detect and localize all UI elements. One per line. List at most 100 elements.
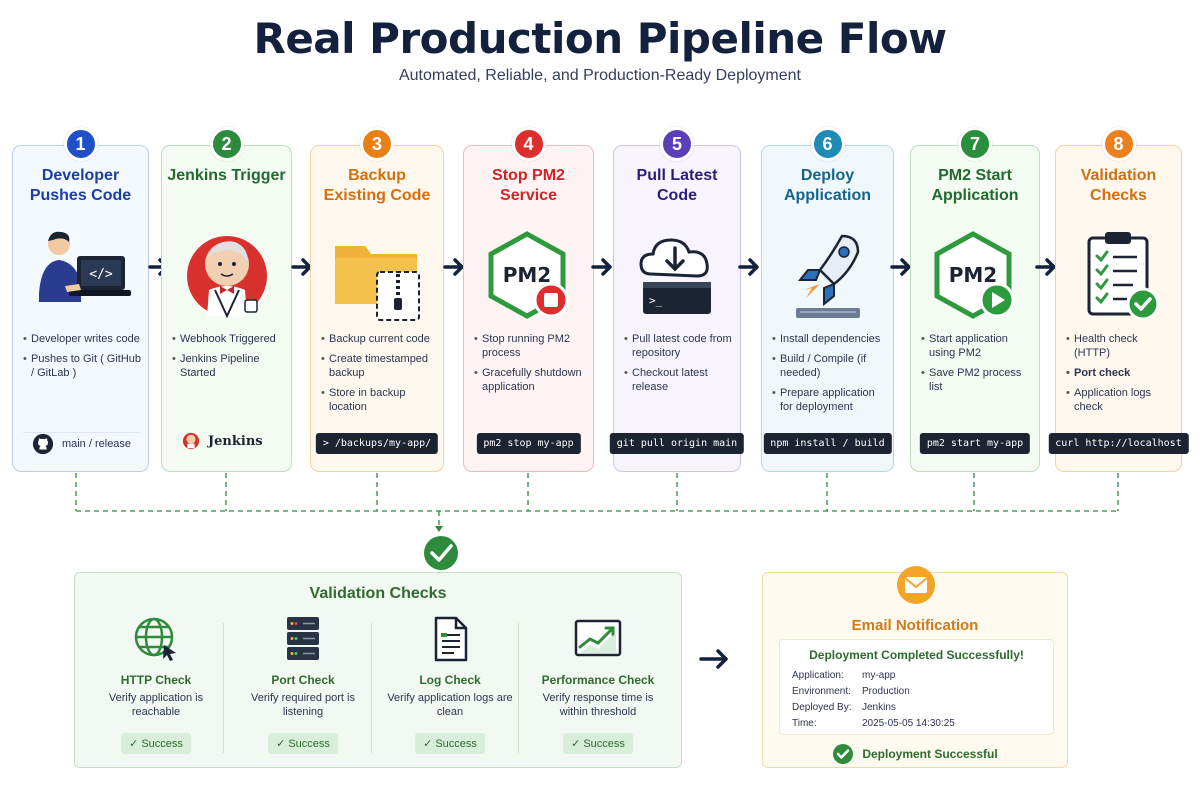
step-number: 1 — [63, 127, 98, 161]
step-footer: Jenkins — [182, 432, 283, 450]
email-row: Environment:Production — [792, 686, 910, 697]
divider — [518, 623, 519, 753]
step-number: 6 — [810, 127, 845, 161]
bullet: Webhook Triggered — [172, 332, 285, 346]
validation-checks-panel: Validation Checks HTTP Check Verify appl… — [74, 572, 682, 768]
bullet: Pull latest code from repository — [624, 332, 734, 360]
email-row-key: Environment: — [792, 686, 851, 697]
step-number: 7 — [958, 127, 992, 161]
email-row-key: Time: — [792, 718, 817, 729]
step-bullets: Webhook Triggered Jenkins Pipeline Start… — [172, 332, 285, 386]
email-row: Time: 2025-05-05 14:30:25 — [792, 718, 955, 729]
svg-text:>_: >_ — [649, 294, 663, 307]
trend-chart-icon — [574, 619, 622, 657]
check-name: HTTP Check — [120, 673, 192, 687]
step-number: 2 — [209, 127, 244, 161]
bullet: Developer writes code — [23, 332, 142, 346]
bullet: Build / Compile (if needed) — [772, 352, 887, 380]
check-desc: Verify application logs are clean — [387, 692, 513, 718]
envelope-icon — [897, 566, 935, 604]
step-4-card: 4 Stop PM2 Service PM2 Stop running PM2 … — [463, 127, 594, 472]
command-block: > /backups/my-app/ — [315, 433, 439, 454]
step-3-card: 3 Backup Existing Code Backup current co… — [310, 127, 444, 472]
check-name: Port Check — [271, 673, 335, 687]
bullet: Store in backup location — [321, 386, 437, 414]
bullet: Jenkins Pipeline Started — [172, 352, 285, 380]
arrow-right-icon — [699, 649, 728, 669]
step-number: 8 — [1101, 127, 1136, 161]
step-bullets: Install dependencies Build / Compile (if… — [772, 332, 887, 420]
email-row: Application: my-app — [792, 670, 895, 681]
deployment-status-label: Deployment Successful — [862, 747, 998, 761]
step-7-card: 7 PM2 Start Application PM2 Start applic… — [910, 127, 1040, 472]
divider — [223, 623, 224, 753]
log-file-icon — [434, 616, 468, 662]
pm2-start-icon: PM2 — [934, 231, 1015, 319]
bullet: Install dependencies — [772, 332, 887, 346]
step-8-card: 8 Validation Checks Health check (HTTP) … — [1048, 127, 1189, 472]
rocket-icon — [795, 234, 860, 318]
arrow-right-icon — [591, 258, 612, 276]
step-title: Validation Checks — [1080, 167, 1157, 204]
bullet: Port check — [1066, 366, 1175, 380]
bullet: Gracefully shutdown application — [474, 366, 587, 394]
validation-title: Validation Checks — [309, 585, 447, 602]
jenkins-icon — [182, 432, 200, 450]
email-title: Email Notification — [851, 617, 979, 634]
step-number: 4 — [511, 127, 546, 161]
step-number: 5 — [660, 127, 694, 161]
arrow-right-icon — [890, 258, 911, 276]
log-check: Log Check Verify application logs are cl… — [377, 611, 523, 756]
step-footer: main / release — [23, 432, 140, 455]
step-title: Pull Latest Code — [636, 167, 718, 204]
bullet: Checkout latest release — [624, 366, 734, 394]
check-desc: Verify application is reachable — [108, 692, 204, 718]
performance-check: Performance Check Verify response time i… — [525, 611, 671, 756]
port-check: Port Check Verify required port is liste… — [230, 611, 376, 756]
step-title: Backup Existing Code — [323, 167, 431, 204]
check-circle-icon — [833, 744, 854, 764]
status-badge: ✓ Success — [563, 733, 633, 754]
command-block: npm install / build — [763, 433, 892, 454]
http-check: HTTP Check Verify application is reachab… — [83, 611, 229, 756]
server-icon — [287, 617, 319, 660]
email-row-value: 2025-05-05 14:30:25 — [862, 718, 955, 729]
email-header: Deployment Completed Successfully! — [809, 648, 1024, 662]
status-badge: ✓ Success — [121, 733, 191, 754]
check-name: Performance Check — [541, 673, 655, 687]
step-title: Stop PM2 Service — [492, 167, 565, 204]
step-bullets: Pull latest code from repository Checkou… — [624, 332, 734, 400]
check-desc: Verify response time is within threshold — [542, 692, 654, 718]
step-number: 3 — [360, 127, 394, 161]
svg-text:PM2: PM2 — [502, 263, 550, 287]
developer-laptop-icon: </> — [38, 231, 131, 302]
bullet: Save PM2 process list — [921, 366, 1033, 394]
bullet: Pushes to Git ( GitHub / GitLab ) — [23, 352, 142, 380]
step-bullets: Health check (HTTP) Port check Applicati… — [1066, 332, 1175, 420]
bullet: Stop running PM2 process — [474, 332, 587, 360]
bullet: Application logs check — [1066, 386, 1175, 414]
bullet: Backup current code — [321, 332, 437, 346]
email-row-key: Application: — [792, 670, 844, 681]
command-block: curl http://localhost — [1048, 433, 1189, 454]
pm2-stop-icon: PM2 — [488, 231, 568, 319]
email-row-key: Deployed By: — [792, 702, 852, 713]
step-title: Deploy Application — [783, 167, 872, 204]
step-bullets: Stop running PM2 process Gracefully shut… — [474, 332, 587, 400]
deployment-status: Deployment Successful — [763, 743, 1067, 765]
command-block: git pull origin main — [609, 433, 745, 454]
status-badge: ✓ Success — [415, 733, 485, 754]
step-title: PM2 Start Application — [931, 167, 1019, 204]
github-icon — [32, 433, 54, 455]
jenkins-label: Jenkins — [208, 433, 263, 449]
branch-label: main / release — [61, 438, 132, 450]
step-6-card: 6 Deploy Application Install dependencie… — [761, 127, 894, 472]
status-badge: ✓ Success — [268, 733, 338, 754]
cloud-download-icon: >_ — [639, 238, 711, 314]
step-1-card: 1 Developer Pushes Code </> Developer wr… — [12, 127, 149, 472]
command-block: pm2 stop my-app — [476, 433, 581, 454]
step-title: Jenkins Trigger — [167, 167, 286, 184]
bullet: Prepare application for deployment — [772, 386, 887, 414]
email-row-value: my-app — [862, 670, 896, 681]
